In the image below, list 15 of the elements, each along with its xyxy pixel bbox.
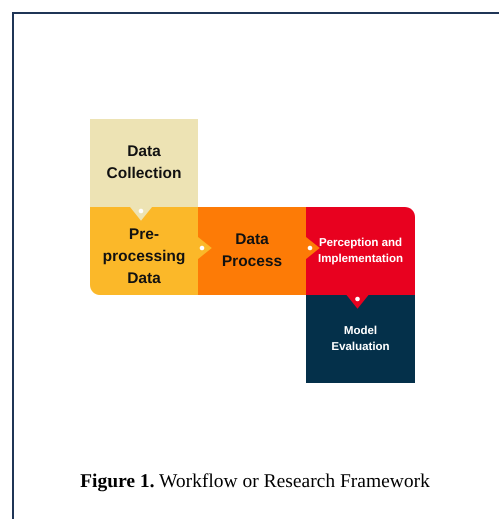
pointer-arrow [130,206,152,221]
pointer-arrow [198,236,212,260]
process-block [198,207,306,295]
process-block [90,119,198,207]
block-label: Perception and Implementation [317,236,404,267]
block-label: Data Collection [106,142,182,184]
process-block [306,207,415,295]
block-label: Model Evaluation [330,324,391,355]
process-block [306,295,415,383]
pointer-arrow [346,294,369,309]
block-label: Data Process [220,230,284,272]
process-block [90,207,198,295]
block-label: Pre-processing Data [102,225,186,289]
pointer-arrow [306,236,320,260]
figure-caption: Figure 1. Workflow or Research Framework [79,471,431,493]
